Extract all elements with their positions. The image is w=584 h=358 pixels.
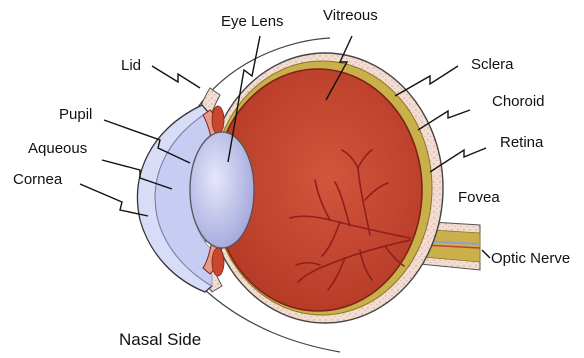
label-fovea: Fovea	[458, 190, 500, 205]
label-eye-lens: Eye Lens	[221, 14, 284, 29]
label-aqueous: Aqueous	[28, 141, 87, 156]
label-cornea: Cornea	[13, 172, 62, 187]
eye-lens-shape	[190, 132, 254, 248]
label-choroid: Choroid	[492, 94, 545, 109]
label-vitreous: Vitreous	[323, 8, 378, 23]
label-nasal-side: Nasal Side	[119, 331, 201, 348]
label-pupil: Pupil	[59, 107, 92, 122]
label-lid: Lid	[121, 58, 141, 73]
label-retina: Retina	[500, 135, 543, 150]
ciliary-lower	[212, 248, 224, 276]
label-sclera: Sclera	[471, 57, 514, 72]
label-optic-nerve: Optic Nerve	[491, 251, 570, 266]
ciliary-upper	[212, 106, 224, 134]
